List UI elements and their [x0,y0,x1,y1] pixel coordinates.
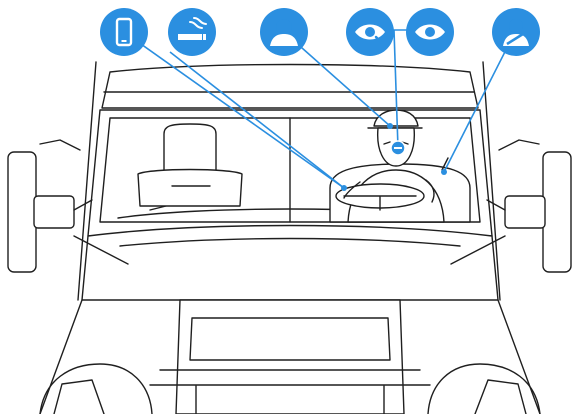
eye-scan-icon [346,8,394,56]
target-dot-head [387,123,393,129]
cigarette-icon [168,8,216,56]
truck-outline [39,61,541,414]
callout-cigarette [169,51,345,189]
seatbelt-icon [492,8,540,56]
callout-lines [123,29,515,191]
callout-eyes-down [393,29,399,149]
driver-head-icon [260,8,308,56]
left-mirror [7,139,129,273]
right-mirror [450,139,572,273]
target-dot-belt [441,169,447,175]
callout-phone [123,31,345,189]
eye-icon [406,8,454,56]
driver-figure [329,109,471,223]
passenger-seat [137,123,243,207]
phone-icon [100,8,148,56]
callout-seatbelt [443,33,515,173]
